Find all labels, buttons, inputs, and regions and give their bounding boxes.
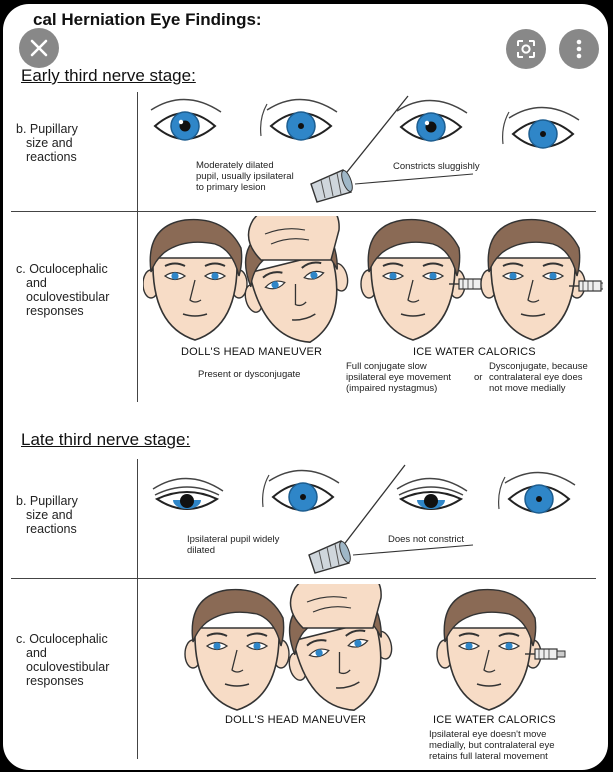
eye-icon [503,107,579,148]
google-lens-button[interactable] [506,29,546,69]
more-vertical-icon [576,39,582,59]
penlight-icon [311,169,355,202]
early-ice-right-caption: Dysconjugate, because contralateral eye … [489,361,588,394]
hand-icon [291,584,382,628]
face-icon [437,590,541,710]
hand-icon [249,216,340,260]
late-row-divider [11,578,596,579]
face-icon [185,590,289,710]
late-pupil-label: b. Pupillary size and reactions [16,494,78,536]
early-ice-water-label: ICE WATER CALORICS [413,346,536,358]
late-ocu-illustration [143,584,603,712]
early-column-divider [137,92,138,402]
early-ocu-label: c. Oculocephalic and oculovestibular res… [16,262,109,318]
more-options-button[interactable] [559,29,599,69]
face-icon [361,220,465,340]
face-icon [143,220,247,340]
late-ocu-label: c. Oculocephalic and oculovestibular res… [16,632,109,688]
early-dolls-head-label: DOLL'S HEAD MANEUVER [181,346,322,358]
early-pupil-left-caption: Moderately dilated pupil, usually ipsila… [196,160,294,193]
eye-icon [397,100,467,141]
late-column-divider [137,459,138,759]
eye-icon [151,99,221,140]
eye-icon [153,478,223,509]
google-lens-icon [515,38,537,60]
late-dolls-head-label: DOLL'S HEAD MANEUVER [225,714,366,726]
page-title: cal Herniation Eye Findings: [33,10,262,30]
early-ocu-illustration [143,216,603,346]
close-icon [30,39,48,57]
early-dolls-head-result: Present or dysconjugate [198,369,300,380]
eye-icon [499,472,575,513]
eye-icon [397,478,467,509]
early-pupil-right-caption: Constricts sluggishly [393,161,480,172]
image-card: cal Herniation Eye Findings: Early third… [3,4,608,770]
close-button[interactable] [19,28,59,68]
late-ice-water-label: ICE WATER CALORICS [433,714,556,726]
early-stage-heading: Early third nerve stage: [21,66,196,86]
early-pupil-label: b. Pupillary size and reactions [16,122,78,164]
eye-icon [261,99,337,140]
eye-icon [263,470,339,511]
late-pupil-illustration [143,459,603,577]
early-ice-left-caption: Full conjugate slow ipsilateral eye move… [346,361,451,394]
late-stage-heading: Late third nerve stage: [21,430,190,450]
early-row-divider [11,211,596,212]
late-ice-caption: Ipsilateral eye doesn't move medially, b… [429,729,555,762]
late-pupil-left-caption: Ipsilateral pupil widely dilated [187,534,279,556]
late-pupil-right-caption: Does not constrict [388,534,464,545]
early-ice-or: or [474,372,482,383]
face-icon [481,220,585,340]
penlight-icon [309,540,353,573]
